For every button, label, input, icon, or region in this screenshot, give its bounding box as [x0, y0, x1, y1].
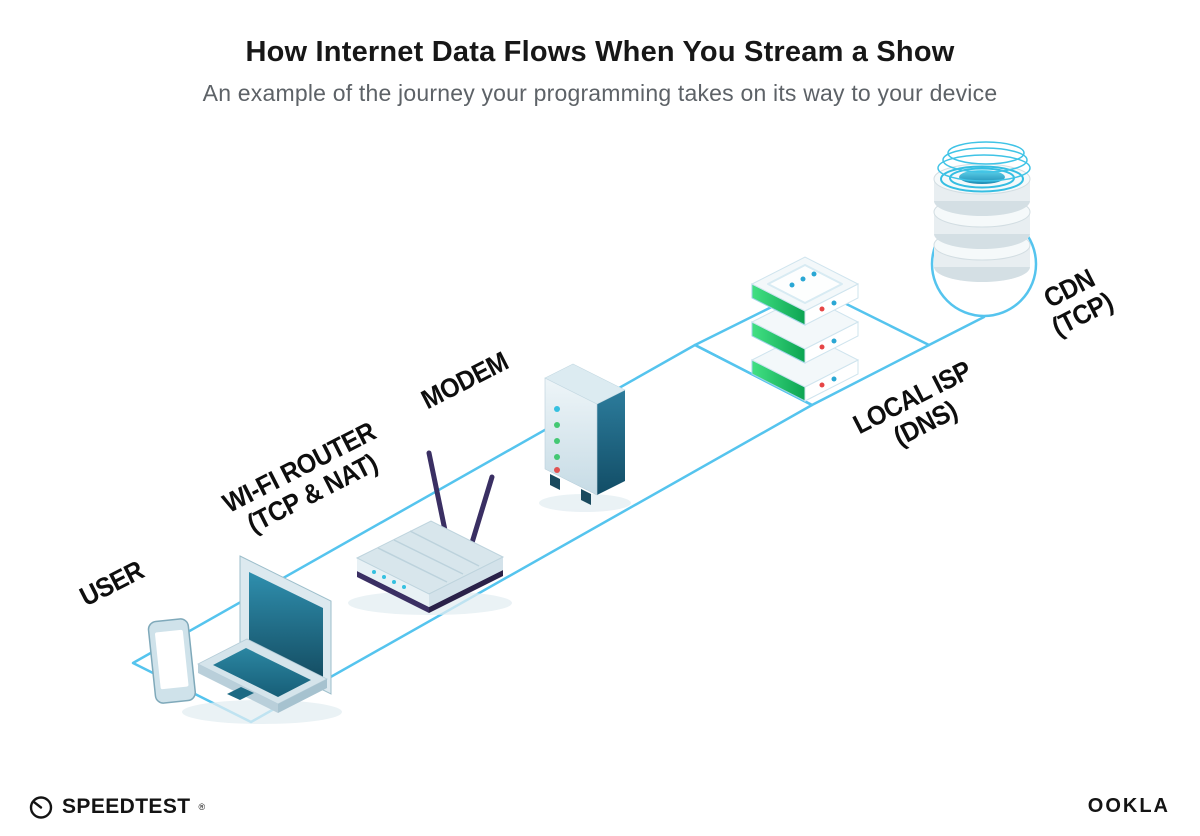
isp-server-stack-icon: [750, 256, 860, 402]
ookla-logo: OOKLA: [1087, 795, 1170, 817]
laptop-icon: [197, 555, 332, 713]
speedtest-logo: SPEEDTEST ®: [28, 794, 205, 820]
wifi-router-icon: [355, 450, 505, 613]
phone-icon: [147, 618, 197, 704]
cdn-link-line: [927, 315, 986, 347]
cdn-database-icon: [933, 141, 1031, 282]
page-title: How Internet Data Flows When You Stream …: [245, 36, 955, 68]
header: How Internet Data Flows When You Stream …: [0, 36, 1200, 107]
page-subtitle: An example of the journey your programmi…: [202, 80, 998, 106]
modem-icon: [544, 363, 626, 505]
speedtest-gauge-icon: [29, 796, 53, 819]
speedtest-wordmark: SPEEDTEST: [62, 795, 191, 818]
speedtest-trademark: ®: [198, 802, 206, 812]
